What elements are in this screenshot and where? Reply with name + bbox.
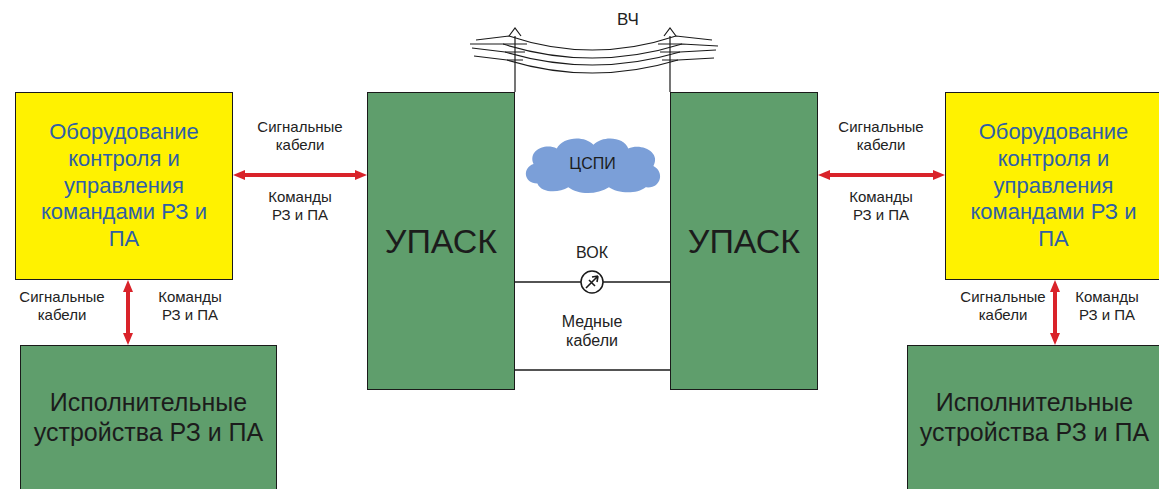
line-label: Медные кабели [547, 312, 637, 350]
signal-label: Команды РЗ и ПА [844, 188, 918, 224]
fiber-arrow [586, 276, 598, 288]
power-wire [470, 44, 718, 58]
signal-label: Команды РЗ и ПА [263, 188, 337, 224]
node-text: УПАСК [385, 222, 497, 261]
edge-label: Сигнальные кабели [826, 118, 936, 154]
signal-label: Команды РЗ и ПА [1070, 288, 1144, 324]
cable-line [515, 369, 670, 371]
edge-label: Сигнальные кабели [10, 288, 114, 324]
band-label: ВЧ [608, 10, 648, 30]
node-text: Оборудование контроля и управления коман… [954, 119, 1153, 253]
line-label: ВОК [562, 243, 622, 262]
network-cloud: ЦСПИ [520, 133, 665, 195]
upask-box: УПАСК [670, 92, 818, 390]
control-equipment-box: Оборудование контроля и управления коман… [15, 92, 233, 280]
fiber-optic-symbol [581, 271, 603, 293]
control-equipment-box: Оборудование контроля и управления коман… [945, 92, 1159, 280]
power-wire [476, 36, 712, 50]
command-arrow [126, 288, 130, 337]
power-line-illustration [470, 28, 718, 92]
node-text: Исполнительные устройства РЗ и ПА [29, 387, 268, 448]
edge-label: Сигнальные кабели [245, 118, 355, 154]
upask-box: УПАСК [367, 92, 515, 390]
node-text: УПАСК [688, 222, 800, 261]
command-arrow [241, 173, 359, 177]
fiber-circle [581, 271, 603, 293]
node-text: ЦСПИ [569, 155, 615, 173]
command-arrow [826, 173, 937, 177]
executive-device-box: Исполнительные устройства РЗ и ПА [907, 345, 1159, 489]
executive-device-box: Исполнительные устройства РЗ и ПА [20, 345, 277, 489]
command-arrow [1053, 288, 1057, 337]
power-wire [474, 56, 714, 73]
node-text: Оборудование контроля и управления коман… [24, 119, 224, 253]
cloud-shape [526, 138, 660, 193]
edge-label: Сигнальные кабели [955, 288, 1051, 324]
node-text: Исполнительные устройства РЗ и ПА [916, 387, 1153, 448]
signal-label: Команды РЗ и ПА [153, 288, 227, 324]
